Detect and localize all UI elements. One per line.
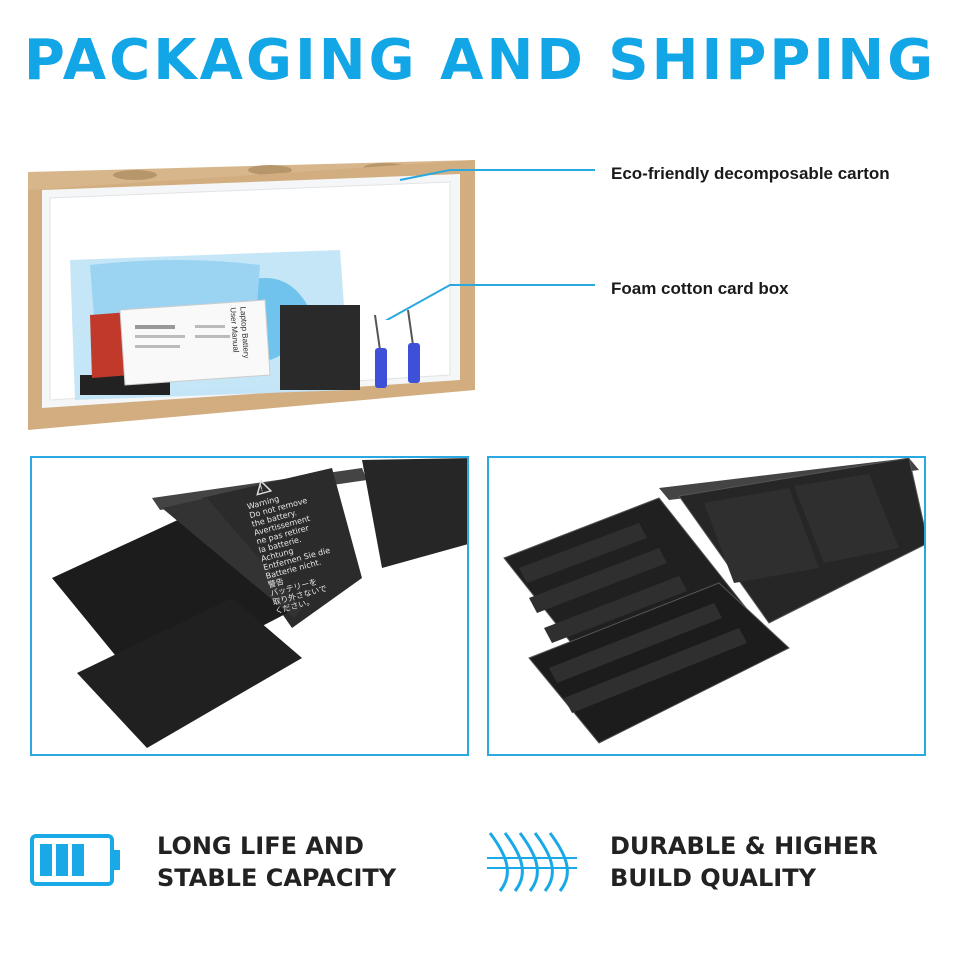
feature-long-life: LONG LIFE AND STABLE CAPACITY — [157, 830, 396, 894]
callout-carton-label: Eco-friendly decomposable carton — [611, 164, 890, 183]
twisted-wire-icon — [487, 832, 577, 892]
battery-icon — [30, 834, 120, 886]
callout-foam-label: Foam cotton card box — [611, 279, 789, 298]
feature-long-life-line2: STABLE CAPACITY — [157, 864, 397, 892]
svg-text:!: ! — [259, 484, 264, 494]
battery-warning-line: 警告 — [267, 576, 285, 590]
feature-durable: DURABLE & HIGHER BUILD QUALITY — [610, 830, 878, 894]
battery-back-panel — [487, 456, 926, 756]
feature-long-life-line1: LONG LIFE AND — [157, 832, 364, 860]
manual-title-line2: User Manual — [228, 307, 240, 353]
packaging-photo: Laptop Battery User Manual — [20, 150, 480, 430]
page-title: PACKAGING AND SHIPPING — [23, 28, 937, 93]
callout-lines — [384, 169, 595, 320]
manual-title-line1: Laptop Battery — [238, 306, 251, 359]
feature-durable-line1: DURABLE & HIGHER — [610, 832, 878, 860]
feature-durable-line2: BUILD QUALITY — [610, 864, 816, 892]
